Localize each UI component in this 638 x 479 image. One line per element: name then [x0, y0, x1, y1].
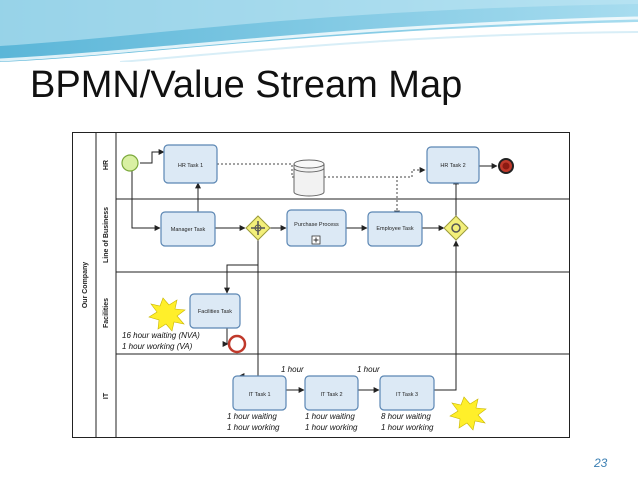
parallel-gateway-lob — [245, 215, 271, 241]
kaizen-burst-icon — [148, 297, 186, 332]
task-it-task-1: IT Task 1 — [232, 375, 287, 411]
data-store-icon — [293, 159, 325, 197]
it-task-3-working-note: 1 hour working — [381, 423, 434, 432]
task-hr-task-1-label: HR Task 1 — [178, 163, 203, 169]
slide-title: BPMN/Value Stream Map — [30, 64, 463, 106]
flow-start-manager — [131, 171, 161, 231]
end-event-facilities — [227, 334, 247, 354]
slide-number: 23 — [594, 456, 608, 470]
it-task-1-working-note: 1 hour working — [227, 423, 280, 432]
task-it-task-2-label: IT Task 2 — [320, 392, 342, 398]
task-it-task-1-label: IT Task 1 — [248, 392, 270, 398]
lane-label-facilities: Facilities — [103, 298, 110, 328]
flow-start-hr1 — [140, 149, 165, 164]
task-employee: Employee Task — [367, 211, 423, 247]
flow-duration-label: 1 hour — [281, 365, 304, 374]
facilities-working-note: 1 hour working (VA) — [122, 342, 193, 351]
task-it-task-2: IT Task 2 — [304, 375, 359, 411]
flow-it3-gateway — [434, 240, 459, 391]
lane-label-it: IT — [103, 392, 110, 399]
task-it-task-3-label: IT Task 3 — [396, 392, 418, 398]
task-it-task-3: IT Task 3 — [379, 375, 435, 411]
it-task-2-working-note: 1 hour working — [305, 423, 358, 432]
flow-facilities-end — [222, 324, 229, 347]
lane-label-lob: Line of Business — [103, 207, 110, 263]
join-gateway-lob — [443, 215, 469, 241]
kaizen-burst-icon — [449, 396, 487, 431]
task-manager: Manager Task — [160, 211, 216, 247]
task-hr-task-2-label: HR Task 2 — [440, 163, 465, 169]
bpmn-diagram: Our Company HR Line of Business Faciliti… — [72, 132, 570, 438]
it-task-3-waiting-note: 8 hour waiting — [381, 412, 431, 421]
pool-label: Our Company — [82, 262, 89, 308]
task-purchase-process: Purchase Process — [286, 209, 347, 247]
task-hr-task-1: HR Task 1 — [163, 144, 218, 184]
header-banner — [0, 0, 638, 62]
task-facilities: Facilities Task — [189, 293, 241, 329]
task-manager-label: Manager Task — [171, 227, 206, 233]
task-purchase-process-label: Purchase Process — [294, 222, 339, 228]
facilities-waiting-note: 16 hour waiting (NVA) — [122, 331, 200, 340]
task-hr-task-2: HR Task 2 — [426, 146, 480, 184]
it-task-2-waiting-note: 1 hour waiting — [305, 412, 355, 421]
data-flow-hr1-store — [217, 163, 400, 217]
start-event — [121, 154, 139, 172]
data-flow-store-hr2 — [324, 167, 426, 178]
lane-label-hr: HR — [103, 160, 110, 170]
task-employee-label: Employee Task — [376, 226, 413, 232]
flow-duration-label: 1 hour — [357, 365, 380, 374]
it-task-1-waiting-note: 1 hour waiting — [227, 412, 277, 421]
task-facilities-label: Facilities Task — [198, 309, 232, 315]
